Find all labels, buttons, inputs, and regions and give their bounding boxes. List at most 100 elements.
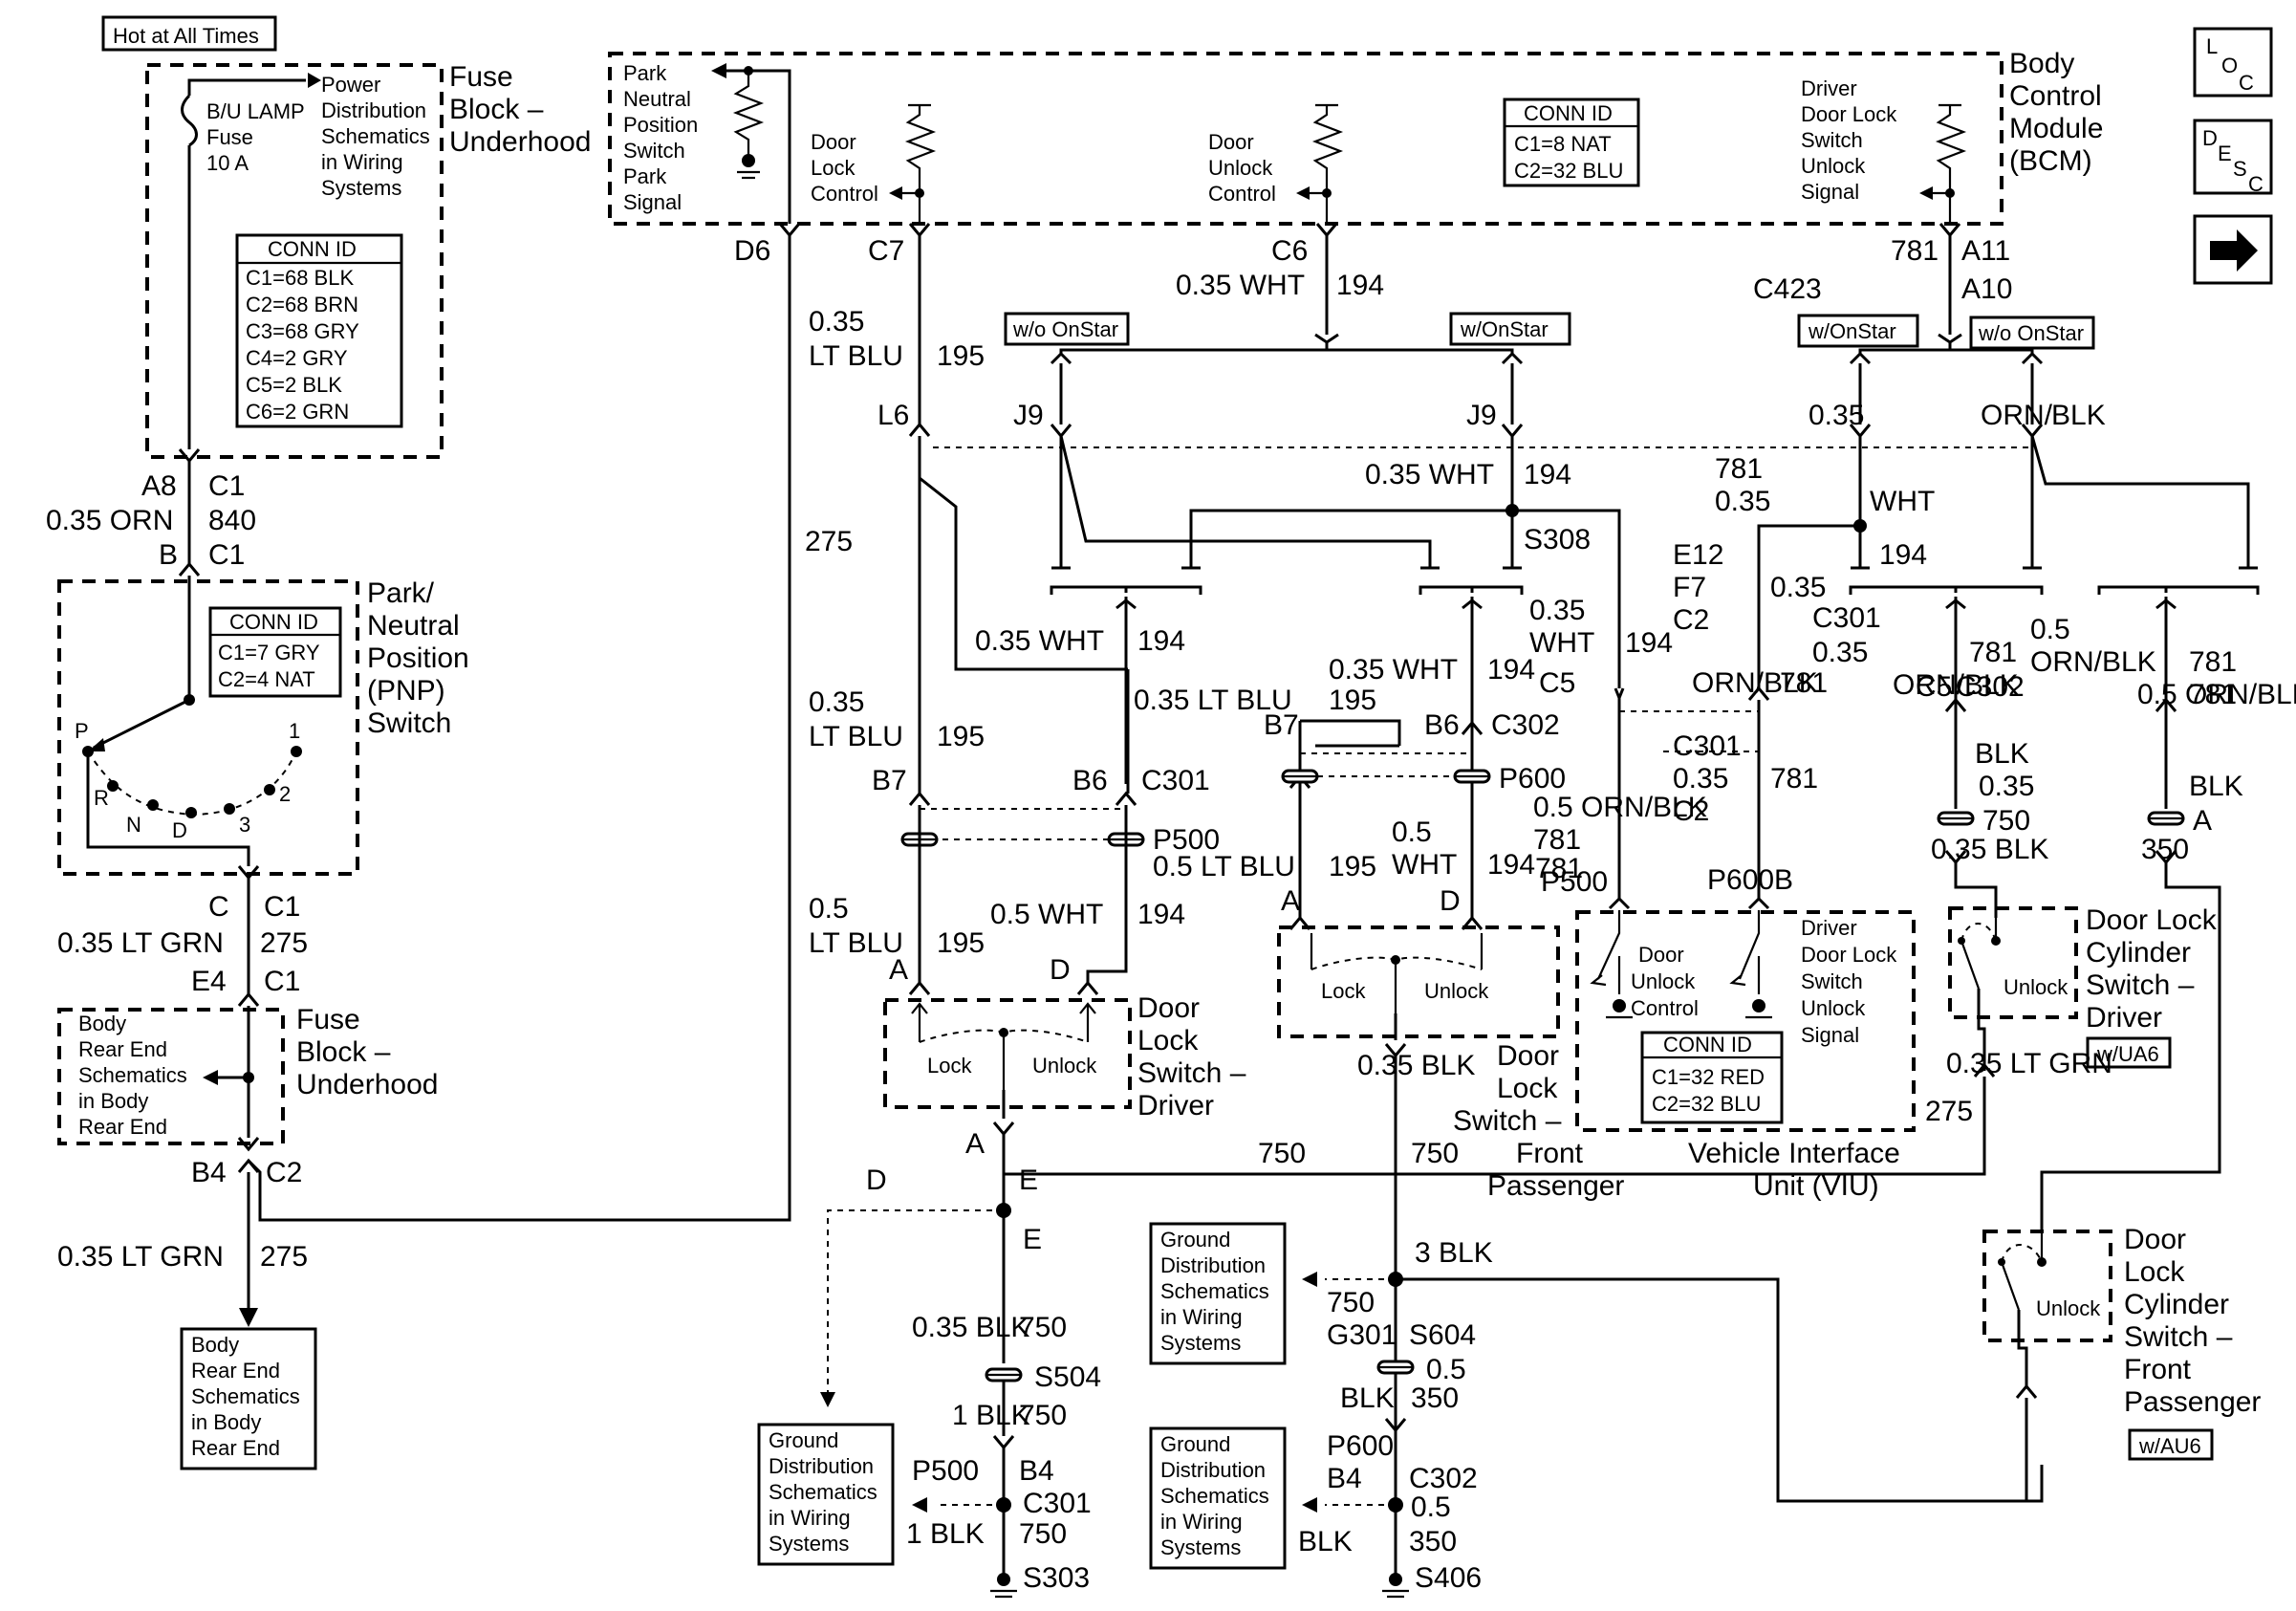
svg-text:Systems: Systems [769, 1532, 849, 1556]
svg-text:194: 194 [1524, 459, 1571, 490]
svg-text:A11: A11 [1961, 235, 2010, 267]
desc-icon[interactable]: D E S C [2193, 119, 2273, 196]
fuse-block-bottom-title: Fuse Block – Underhood [296, 1004, 438, 1100]
svg-text:1 BLK: 1 BLK [906, 1518, 985, 1550]
svg-text:Switch: Switch [623, 139, 685, 163]
svg-text:B6: B6 [1424, 709, 1460, 741]
svg-text:Switch –: Switch – [2124, 1321, 2233, 1353]
svg-text:Unlock: Unlock [1032, 1054, 1097, 1078]
svg-text:195: 195 [937, 927, 985, 959]
loc-icon[interactable]: L O C [2193, 27, 2273, 98]
svg-text:781: 781 [1535, 853, 1583, 884]
svg-text:C: C [2248, 172, 2264, 196]
svg-text:Neutral: Neutral [367, 610, 460, 642]
svg-text:w/OnStar: w/OnStar [1460, 317, 1549, 341]
svg-text:Ground: Ground [1160, 1228, 1230, 1252]
svg-text:0.5 ORN/BLK: 0.5 ORN/BLK [2137, 679, 2296, 710]
svg-text:Cylinder: Cylinder [2124, 1289, 2229, 1320]
svg-text:1 BLK: 1 BLK [952, 1400, 1030, 1431]
ground-ref-mid-top: Ground Distribution Schematics in Wiring… [1149, 1222, 1287, 1365]
svg-text:0.35 LT GRN: 0.35 LT GRN [57, 927, 224, 959]
svg-text:Rear End: Rear End [191, 1359, 280, 1382]
svg-text:S406: S406 [1415, 1562, 1482, 1594]
svg-text:Block –: Block – [449, 94, 544, 125]
svg-text:Unlock: Unlock [1424, 979, 1489, 1003]
cylinder-switch-passenger-title: Door Lock Cylinder Switch – Front Passen… [2124, 1224, 2261, 1418]
svg-text:Door: Door [811, 130, 856, 154]
fuse-block-top-title: Fuse Block – Underhood [449, 61, 591, 158]
svg-text:0.35 BLK: 0.35 BLK [912, 1312, 1029, 1343]
svg-text:350: 350 [1409, 1526, 1457, 1557]
pnp-conn-id: CONN ID C1=7 GRY C2=4 NAT [208, 606, 342, 698]
svg-text:N: N [126, 813, 141, 837]
passenger-upper-labels: 0.5 LT BLU 195 0.5 WHT 194 A D [1153, 816, 1535, 917]
svg-text:C2: C2 [1673, 795, 1709, 827]
svg-text:S504: S504 [1034, 1361, 1101, 1393]
svg-text:Unlock: Unlock [1801, 996, 1866, 1020]
svg-text:w/o OnStar: w/o OnStar [1012, 317, 1118, 341]
svg-text:275: 275 [1925, 1096, 1973, 1127]
svg-text:B: B [159, 539, 178, 571]
svg-text:781: 781 [1780, 667, 1828, 699]
svg-text:WHT: WHT [1529, 627, 1594, 659]
svg-text:781: 781 [1533, 824, 1581, 856]
power-arrow-head [308, 73, 321, 88]
svg-text:0.35 BLK: 0.35 BLK [1357, 1050, 1475, 1081]
s311-labels: 781 0.35 WHT 194 E12 F7 C2 0.35 [1673, 453, 1935, 636]
fuse-symbol-icon [181, 94, 198, 147]
svg-text:Vehicle Interface: Vehicle Interface [1688, 1138, 1900, 1169]
svg-text:Door Lock: Door Lock [1801, 102, 1897, 126]
svg-text:Position: Position [623, 113, 698, 137]
arrow-right-icon[interactable] [2193, 214, 2273, 285]
connector-b4-c2 [237, 1137, 260, 1152]
svg-text:350: 350 [1411, 1382, 1459, 1414]
svg-text:Cylinder: Cylinder [2086, 937, 2191, 969]
door-lock-switch-driver-title: Door Lock Switch – Driver [1137, 992, 1246, 1121]
svg-text:C5=2 BLK: C5=2 BLK [246, 373, 342, 397]
svg-text:275: 275 [260, 927, 308, 959]
p500-right [1937, 811, 1975, 826]
svg-text:781: 781 [2189, 646, 2237, 678]
svg-text:781: 781 [1770, 763, 1818, 795]
svg-text:CONN ID: CONN ID [268, 237, 357, 261]
svg-text:Signal: Signal [623, 190, 682, 214]
svg-text:0.35 WHT: 0.35 WHT [975, 625, 1104, 657]
svg-text:D: D [2202, 126, 2218, 150]
svg-text:E: E [2218, 142, 2232, 165]
svg-text:Rear End: Rear End [78, 1115, 167, 1139]
svg-text:C301: C301 [1141, 765, 1210, 796]
svg-text:A8: A8 [141, 470, 177, 502]
svg-text:L: L [2206, 34, 2218, 58]
svg-text:Rear End: Rear End [191, 1436, 280, 1460]
svg-text:C1: C1 [264, 966, 300, 997]
svg-text:C1=7 GRY: C1=7 GRY [218, 641, 320, 664]
svg-text:S: S [2233, 157, 2247, 181]
svg-text:J9: J9 [1466, 400, 1497, 431]
svg-text:750: 750 [1411, 1138, 1459, 1169]
svg-text:10 A: 10 A [206, 151, 249, 175]
svg-text:BLK: BLK [1975, 738, 2029, 770]
svg-text:195: 195 [1329, 851, 1376, 882]
p600-right-far [2147, 811, 2185, 826]
svg-text:C301: C301 [1812, 602, 1881, 634]
svg-text:1: 1 [289, 719, 300, 743]
svg-text:C1=68 BLK: C1=68 BLK [246, 266, 354, 290]
svg-text:A: A [2193, 805, 2212, 837]
svg-text:in Body: in Body [78, 1089, 148, 1113]
svg-text:C423: C423 [1753, 273, 1822, 305]
pnp-detent-arc [87, 751, 297, 816]
door-lock-switch-passenger-title: Door Lock Switch – Front Passenger [1453, 1040, 1624, 1202]
svg-text:Unlock: Unlock [2036, 1296, 2101, 1320]
svg-text:Signal: Signal [1801, 180, 1859, 204]
svg-text:C3=68 GRY: C3=68 GRY [246, 319, 359, 343]
body-rear-end-ref: Body Rear End Schematics in Body Rear En… [180, 1327, 317, 1470]
svg-text:3: 3 [239, 813, 250, 837]
svg-text:C1: C1 [208, 539, 245, 571]
pnp-wiper [93, 698, 190, 750]
bcm-lock-control: Door Lock Control [811, 130, 878, 206]
svg-text:BLK: BLK [1298, 1526, 1353, 1557]
svg-text:WHT: WHT [1392, 849, 1457, 881]
passenger-ground-labels: 750 G301 S604 0.5 BLK 350 P600 B4 C302 0… [1298, 1287, 1482, 1594]
svg-text:Lock: Lock [1497, 1073, 1558, 1104]
